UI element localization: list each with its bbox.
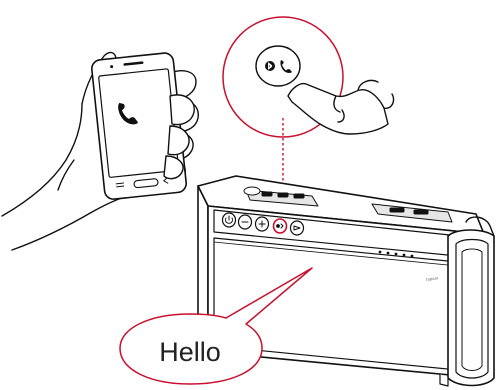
speech-bubble-text: Hello	[132, 337, 248, 367]
top-button-2	[278, 193, 288, 197]
top-button-1	[262, 192, 272, 196]
callout-magnifier	[223, 17, 394, 137]
top-button-3	[294, 194, 304, 198]
callout-button	[256, 46, 300, 86]
bluetooth-call-button	[274, 219, 287, 233]
bluetooth-icon	[265, 61, 275, 71]
mode-button	[291, 221, 304, 235]
